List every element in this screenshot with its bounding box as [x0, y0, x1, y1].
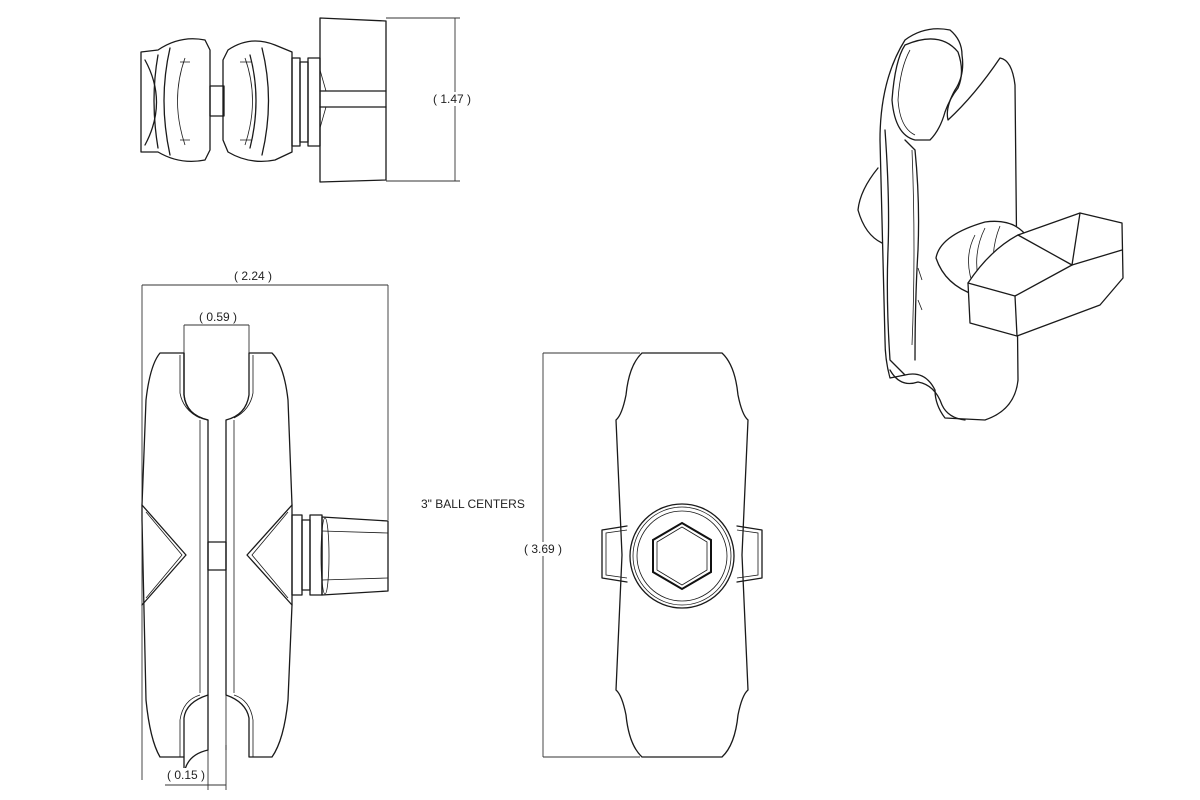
side-view — [542, 352, 763, 758]
dimension-label-height: ( 1.47 ) — [432, 92, 473, 106]
front-view — [141, 284, 389, 790]
dimension-label-overall-width: ( 2.24 ) — [233, 269, 274, 283]
isometric-view — [857, 28, 1124, 421]
dimension-label-socket-opening: ( 0.59 ) — [198, 310, 239, 324]
top-view — [140, 17, 460, 183]
dimension-label-gap: ( 0.15 ) — [166, 768, 207, 782]
dimension-label-overall-length: ( 3.69 ) — [523, 542, 564, 556]
ball-centers-note: 3" BALL CENTERS — [421, 497, 525, 511]
